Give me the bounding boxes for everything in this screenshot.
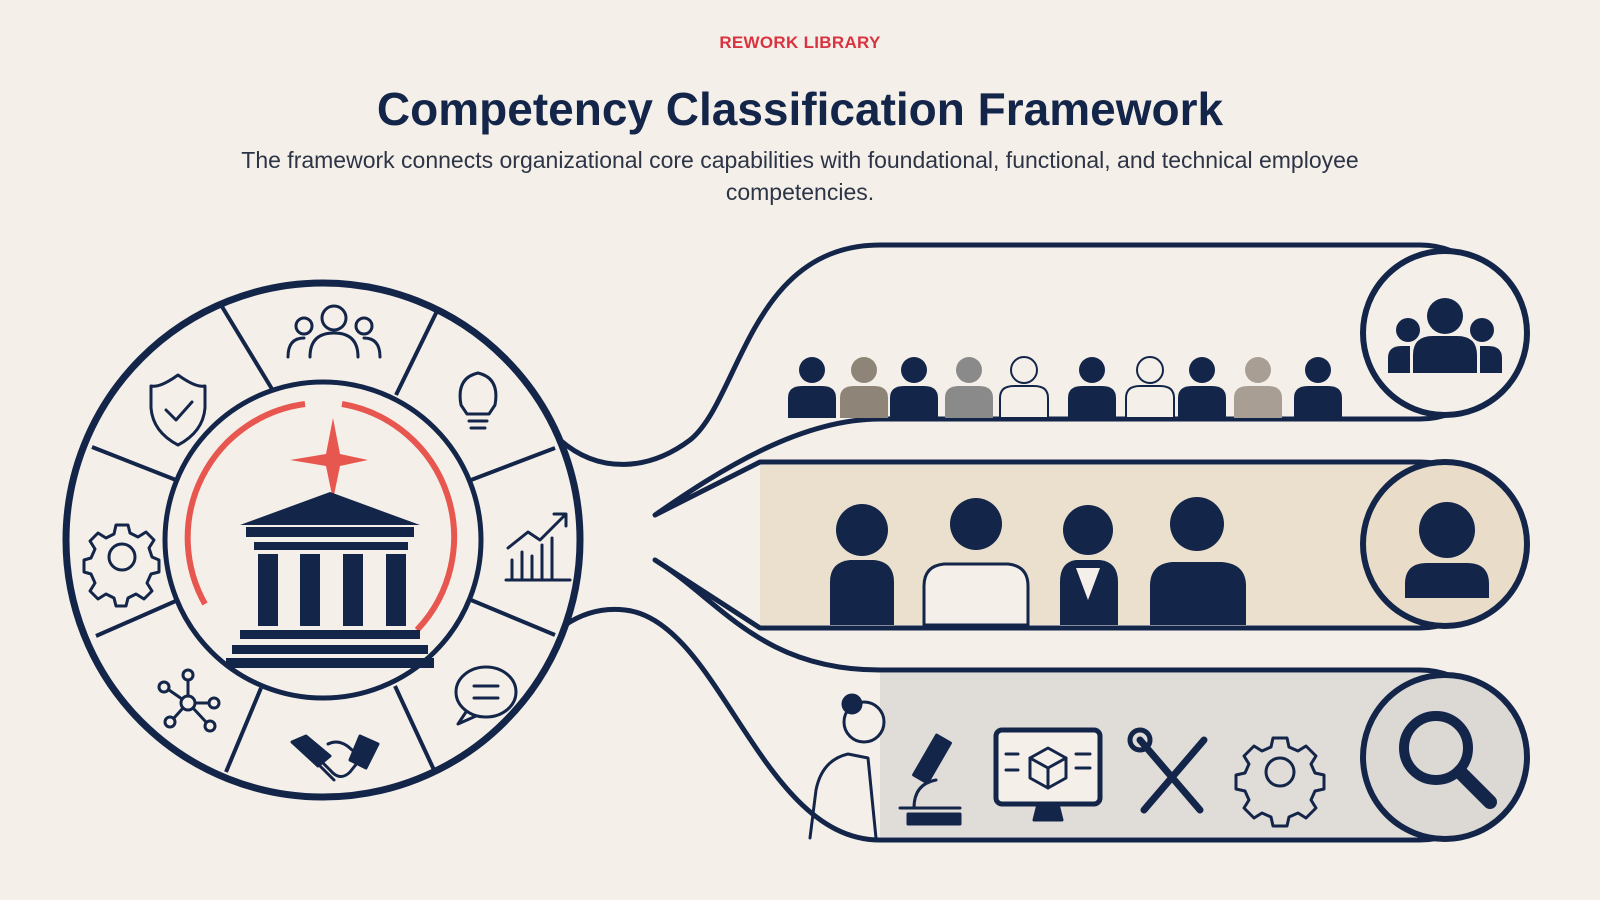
shield-check-icon: [149, 373, 207, 447]
network-nodes-icon: [157, 668, 221, 733]
crowd-of-employees: [788, 356, 1350, 419]
microscope-icon: [898, 733, 962, 826]
gear-icon: [1234, 736, 1326, 828]
magnifier-icon-frame: [1360, 672, 1530, 842]
growth-chart-icon: [504, 512, 572, 582]
monitor-3d-cube-icon: [993, 727, 1103, 822]
institution-with-star-icon: [226, 418, 434, 668]
page-title: Competency Classification Framework: [376, 83, 1224, 135]
handshake-icon: [290, 734, 380, 782]
gear-icon: [82, 523, 161, 608]
core-hub: [62, 279, 584, 801]
group-icon: [1388, 298, 1502, 373]
page-subtitle: The framework connects organizational co…: [241, 147, 1359, 205]
lightbulb-icon: [458, 371, 498, 430]
tools-icon: [1127, 727, 1208, 814]
people-group-icon: [286, 304, 382, 359]
person-icon: [1405, 502, 1489, 598]
library-label: REWORK LIBRARY: [719, 33, 881, 52]
chat-bubble-icon: [454, 665, 518, 726]
red-ring: [184, 401, 306, 606]
scientist-icon: [808, 693, 886, 840]
four-employees: [830, 497, 1246, 627]
magnifier-icon: [1399, 711, 1497, 809]
